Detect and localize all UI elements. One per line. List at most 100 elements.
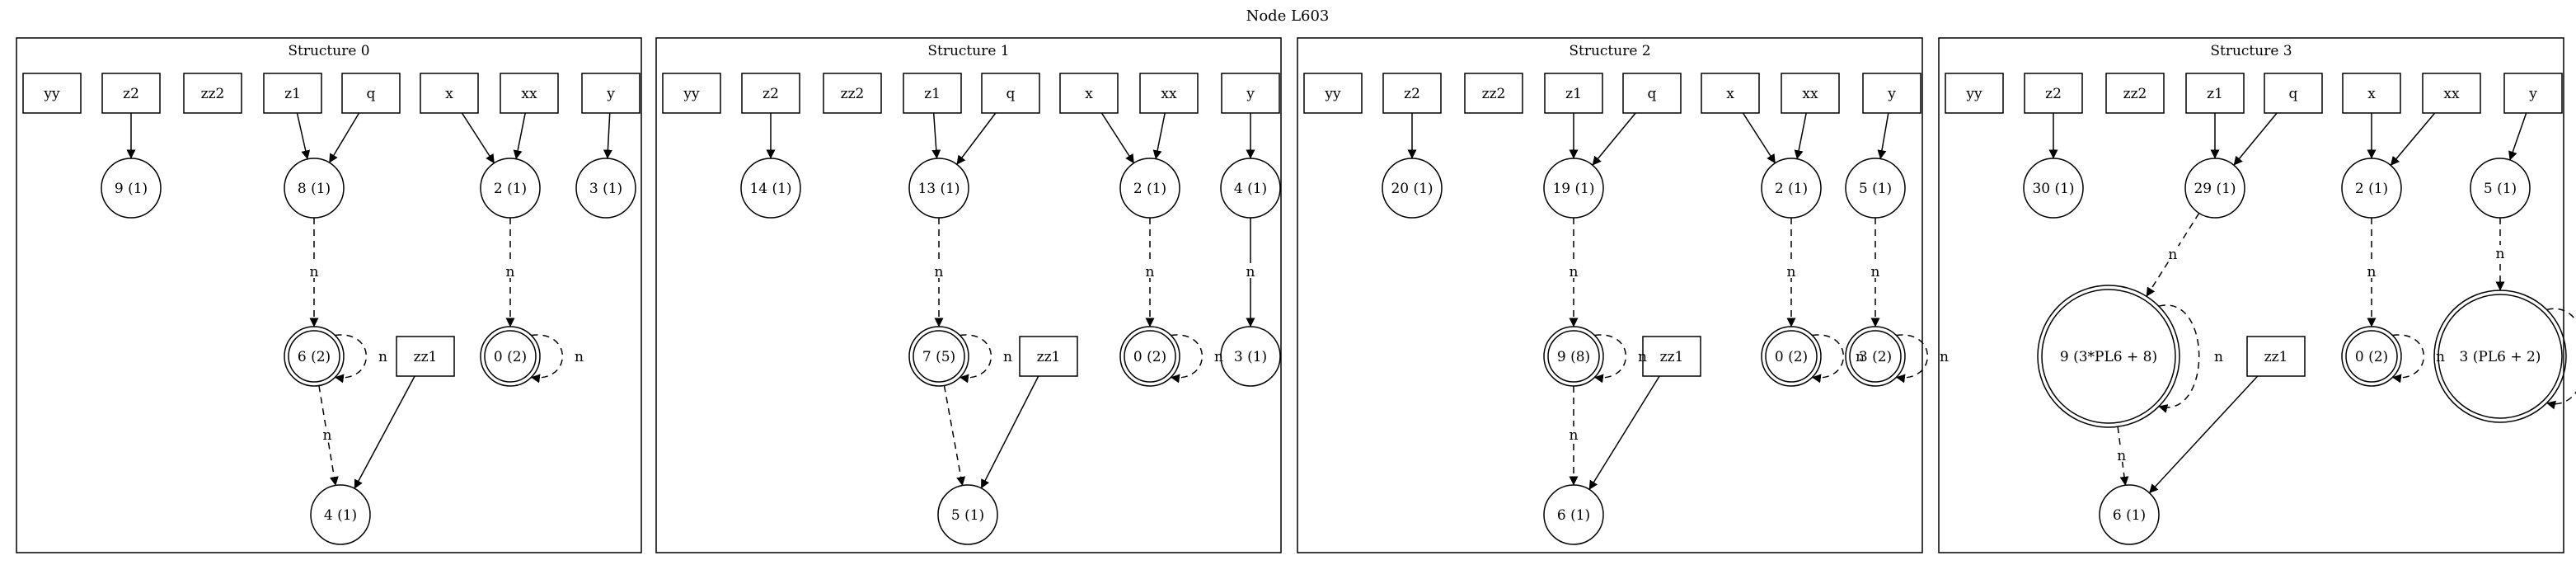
variable-node: z1 <box>263 73 322 114</box>
edge-line <box>980 375 1039 489</box>
edge-label: n <box>1940 349 1949 365</box>
variable-node: zz1 <box>1642 336 1701 377</box>
node-label: 0 (2) <box>2355 349 2388 365</box>
edge-path <box>1593 334 1626 384</box>
variable-box <box>1945 73 2004 114</box>
edge-label: n <box>1570 264 1579 280</box>
pointer-edge <box>603 112 612 159</box>
heap-node: 2 (1) <box>1761 158 1822 219</box>
variable-box <box>1622 73 1682 114</box>
edge-label-background <box>2116 446 2128 462</box>
pointer-edge <box>943 385 966 487</box>
pointer-edge <box>354 375 415 489</box>
edge-line <box>2148 375 2259 494</box>
variable-box <box>1464 73 1523 114</box>
variable-node: x <box>1701 73 1760 114</box>
edge-label: n <box>1638 349 1647 365</box>
pointer-edge <box>328 112 360 163</box>
summary-node: 9 (8) <box>1543 326 1604 387</box>
variable-label: q <box>1006 86 1016 102</box>
summary-node: 6 (2) <box>284 326 345 387</box>
heap-node: 4 (1) <box>1220 158 1281 219</box>
pointer-edge: n <box>1870 218 1881 327</box>
variable-box <box>2422 73 2481 114</box>
node-label: 6 (1) <box>1557 507 1590 524</box>
variable-label: q <box>2289 86 2298 102</box>
edge-line <box>1592 112 1636 166</box>
variable-label: yy <box>43 86 60 102</box>
variable-box <box>341 73 401 114</box>
variable-box <box>1303 73 1363 114</box>
edge-label: n <box>1871 264 1880 280</box>
variable-box <box>581 73 640 114</box>
pointer-edge <box>2148 375 2259 494</box>
variable-node: yy <box>662 73 721 114</box>
node-inner-circle <box>484 330 537 383</box>
variable-label: zz2 <box>2123 86 2147 102</box>
pointer-edge: n <box>2367 218 2377 327</box>
pointer-edge <box>1592 112 1636 166</box>
variable-box <box>183 73 242 114</box>
edge-line <box>1794 112 1807 160</box>
node-label: 9 (8) <box>1557 349 1590 365</box>
node-label: zz1 <box>414 349 438 365</box>
variable-box <box>2264 73 2323 114</box>
edge-line <box>2390 112 2436 166</box>
variable-node: zz1 <box>2246 336 2306 377</box>
variable-node: xx <box>500 73 559 114</box>
edge-label-background <box>2167 245 2179 261</box>
edge-path <box>2546 308 2576 410</box>
summary-node: 0 (2) <box>1119 326 1180 387</box>
self-loop-edge: n <box>959 334 1012 384</box>
variable-label: y <box>1246 86 1255 102</box>
edge-label: n <box>2168 247 2177 263</box>
structure-frame <box>655 37 1282 553</box>
variable-box <box>981 73 1040 114</box>
edge-label: n <box>1570 427 1579 444</box>
node-label: 4 (1) <box>324 507 357 524</box>
variable-node: x <box>2342 73 2401 114</box>
pointer-edge: n <box>1569 218 1579 327</box>
variable-label: z2 <box>1404 86 1420 102</box>
pointer-edge: n <box>1246 218 1256 327</box>
edge-label: n <box>1146 264 1155 280</box>
pointer-edge <box>513 112 526 160</box>
node-inner-circle <box>1765 330 1818 383</box>
edge-label: n <box>2496 246 2505 262</box>
pointer-edge <box>296 112 311 160</box>
summary-node: 3 (2) <box>1845 326 1906 387</box>
variable-node: xx <box>1139 73 1199 114</box>
summary-node: 9 (3*PL6 + 8) <box>2037 285 2180 428</box>
node-inner-circle <box>913 330 965 383</box>
structure-frame <box>1297 37 1923 553</box>
variable-box <box>420 73 479 114</box>
heap-node: 14 (1) <box>740 158 801 219</box>
self-loop-edge: n <box>1170 334 1223 384</box>
node-label: 6 (2) <box>298 349 331 365</box>
pointer-edge <box>2390 112 2436 166</box>
variable-label: x <box>445 86 453 102</box>
node-circle <box>937 484 998 545</box>
node-label: 7 (5) <box>922 349 955 365</box>
variable-box <box>2503 73 2563 114</box>
node-label: 5 (1) <box>951 507 984 524</box>
self-loop-edge: n <box>2546 308 2576 410</box>
variable-label: zz2 <box>1482 86 1506 102</box>
edge-label: n <box>2117 448 2126 464</box>
structure-title: Structure 1 <box>927 43 1009 59</box>
variable-node: q <box>2264 73 2323 114</box>
node-label: zz1 <box>1037 349 1061 365</box>
variable-box <box>662 73 721 114</box>
node-label: 14 (1) <box>749 181 791 197</box>
pointer-edge: n <box>318 385 339 487</box>
variable-box <box>823 73 882 114</box>
edge-label: n <box>1003 349 1012 365</box>
heap-node: 2 (1) <box>480 158 541 219</box>
pointer-edge: n <box>309 218 320 327</box>
edge-label: n <box>323 427 332 444</box>
edge-label-background <box>1246 263 1256 278</box>
node-label: 9 (3*PL6 + 8) <box>2060 349 2157 365</box>
variable-box <box>2105 73 2165 114</box>
